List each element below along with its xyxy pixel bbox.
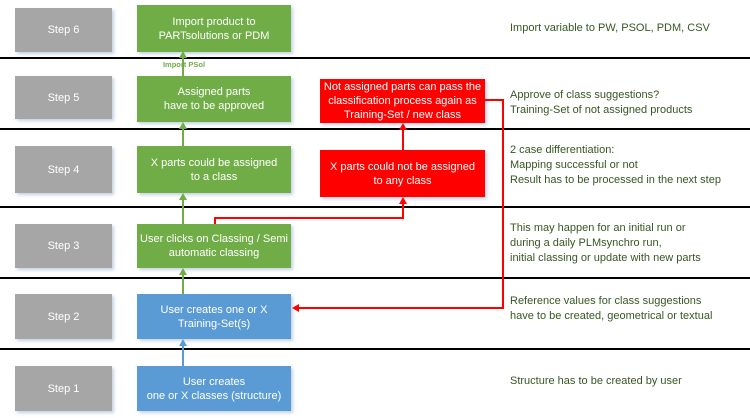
import-psol-arrow-label: Import PSol xyxy=(162,60,206,69)
lane-divider xyxy=(0,348,750,350)
process-box-create-classes: User creates one or X classes (structure… xyxy=(137,366,291,411)
lane-divider xyxy=(0,57,750,59)
step-label-box-4: Step 4 xyxy=(15,146,112,193)
lane-divider xyxy=(0,128,750,130)
process-box-classing-click: User clicks on Classing / Semi automatic… xyxy=(137,224,291,268)
arrowhead-up-icon xyxy=(179,339,187,346)
arrowhead-up-icon xyxy=(179,193,187,200)
arrow-step5-to-step6 xyxy=(182,58,184,76)
arrowhead-up-icon xyxy=(179,268,187,275)
note-step6: Import variable to PW, PSOL, PDM, CSV xyxy=(510,22,710,34)
alert-box-not-assigned: X parts could not be assigned to any cla… xyxy=(320,150,485,197)
arrow-notassigned-to-passagain xyxy=(402,130,404,150)
process-box-assigned-class: X parts could be assigned to a class xyxy=(137,146,291,193)
process-box-training-set: User creates one or X Training-Set(s) xyxy=(137,294,291,339)
arrow-classing-to-notassigned-seg3 xyxy=(402,204,404,217)
arrow-step3-to-step4 xyxy=(182,200,184,224)
arrow-passagain-to-trainingset-seg1 xyxy=(485,99,504,101)
step-label-box-6: Step 6 xyxy=(15,8,112,52)
arrowhead-left-icon xyxy=(292,304,299,312)
arrow-classing-to-notassigned-seg1 xyxy=(214,217,216,224)
arrowhead-up-icon xyxy=(179,51,187,58)
lane-divider xyxy=(0,206,750,208)
lane-divider xyxy=(0,277,750,279)
step-label-box-2: Step 2 xyxy=(15,294,112,339)
arrow-step4-to-step5 xyxy=(182,129,184,146)
step-label-box-3: Step 3 xyxy=(15,224,112,268)
process-box-approve-parts: Assigned parts have to be approved xyxy=(137,76,291,122)
arrowhead-up-icon xyxy=(399,197,407,204)
arrow-passagain-to-trainingset-seg2 xyxy=(502,99,504,308)
note-step5: Approve of class suggestions? Training-S… xyxy=(510,89,693,116)
arrow-step1-to-step2 xyxy=(182,346,184,366)
arrowhead-up-icon xyxy=(399,123,407,130)
alert-box-not-assigned-pass-again: Not assigned parts can pass the classifi… xyxy=(320,79,485,123)
step-label-box-1: Step 1 xyxy=(15,366,112,411)
arrow-passagain-to-trainingset-seg3 xyxy=(299,307,504,309)
note-step4: 2 case differentiation: Mapping successf… xyxy=(510,144,721,186)
arrow-step2-to-step3 xyxy=(182,275,184,294)
note-step1: Structure has to be created by user xyxy=(510,375,682,387)
step-label-box-5: Step 5 xyxy=(15,76,112,119)
arrow-classing-to-notassigned-seg2 xyxy=(214,217,404,219)
arrowhead-up-icon xyxy=(179,122,187,129)
note-step2: Reference values for class suggestions h… xyxy=(510,295,713,322)
note-step3: This may happen for an initial run or du… xyxy=(510,222,701,264)
process-box-import-product: Import product to PARTsolutions or PDM xyxy=(137,5,291,52)
